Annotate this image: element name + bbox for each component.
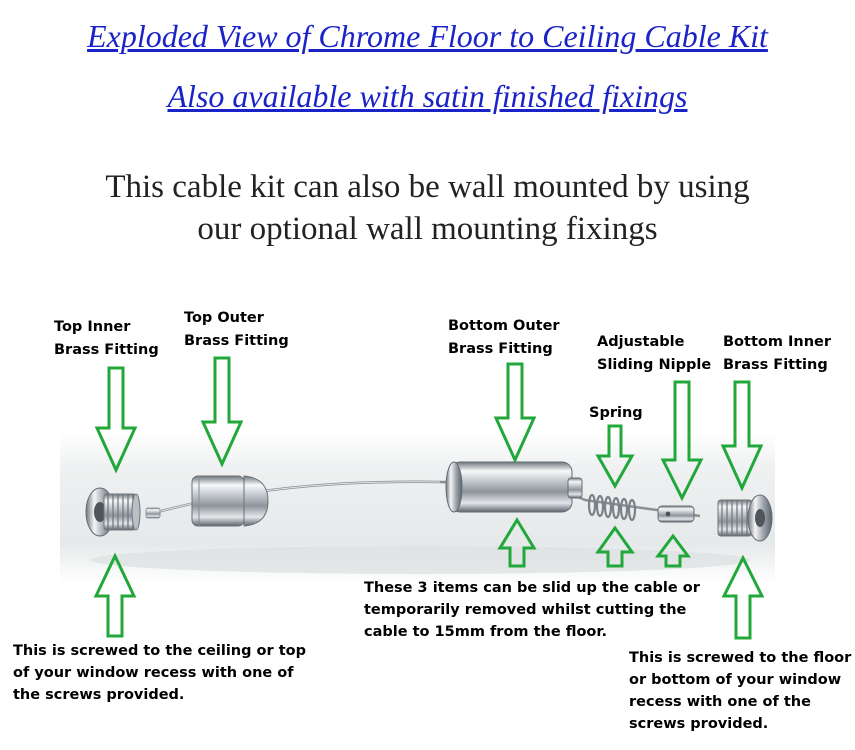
label-line: Brass Fitting (184, 330, 289, 353)
label-bottom-inner-fitting: Bottom Inner Brass Fitting (723, 331, 831, 377)
note-line: This is screwed to the ceiling or top (13, 640, 306, 662)
label-line: Brass Fitting (448, 338, 560, 361)
bottom-inner-fitting (718, 495, 772, 541)
label-line: Brass Fitting (723, 354, 831, 377)
label-line: Bottom Outer (448, 315, 560, 338)
label-sliding-nipple: Adjustable Sliding Nipple (597, 331, 711, 377)
note-line: These 3 items can be slid up the cable o… (364, 577, 700, 599)
label-line: Top Inner (54, 316, 159, 339)
label-line: Bottom Inner (723, 331, 831, 354)
note-line: of your window recess with one of (13, 662, 306, 684)
top-inner-fitting (86, 488, 140, 536)
note-floor: This is screwed to the floor or bottom o… (629, 647, 851, 735)
note-line: recess with one of the (629, 691, 851, 713)
top-outer-fitting (192, 476, 268, 526)
note-line: screws provided. (629, 713, 851, 735)
cable-end-tip (146, 508, 160, 518)
label-line: Brass Fitting (54, 339, 159, 362)
note-line: the screws provided. (13, 684, 306, 706)
label-top-inner-fitting: Top Inner Brass Fitting (54, 316, 159, 362)
note-line: cable to 15mm from the floor. (364, 621, 700, 643)
bottom-outer-fitting (446, 462, 582, 512)
label-line: Adjustable (597, 331, 711, 354)
label-line: Top Outer (184, 307, 289, 330)
label-line: Sliding Nipple (597, 354, 711, 377)
label-spring: Spring (589, 402, 643, 425)
sliding-nipple (658, 506, 694, 522)
note-line: or bottom of your window (629, 669, 851, 691)
note-slide-items: These 3 items can be slid up the cable o… (364, 577, 700, 643)
floor-reflection (90, 546, 750, 574)
label-bottom-outer-fitting: Bottom Outer Brass Fitting (448, 315, 560, 361)
note-line: temporarily removed whilst cutting the (364, 599, 700, 621)
note-line: This is screwed to the floor (629, 647, 851, 669)
label-top-outer-fitting: Top Outer Brass Fitting (184, 307, 289, 353)
note-ceiling: This is screwed to the ceiling or top of… (13, 640, 306, 706)
